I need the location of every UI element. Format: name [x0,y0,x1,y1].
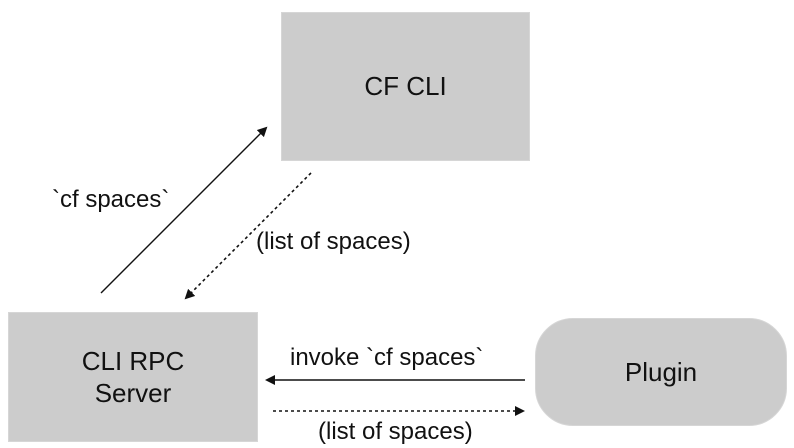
arrow-cf-spaces [100,126,268,294]
cf-cli-label: CF CLI [364,71,447,102]
invoke-edge-label: invoke `cf spaces` [290,344,484,371]
plugin-node: Plugin [535,318,787,426]
plugin-label: Plugin [624,356,698,387]
cf-spaces-edge-label: `cf spaces` [52,186,170,213]
list-of-spaces-edge-label-2: (list of spaces) [318,418,473,445]
cli-rpc-server-label: CLI RPC Server [81,345,185,409]
cf-cli-node: CF CLI [281,12,530,161]
cli-rpc-server-node: CLI RPC Server [8,312,258,442]
list-of-spaces-edge-label-1: (list of spaces) [256,228,411,255]
